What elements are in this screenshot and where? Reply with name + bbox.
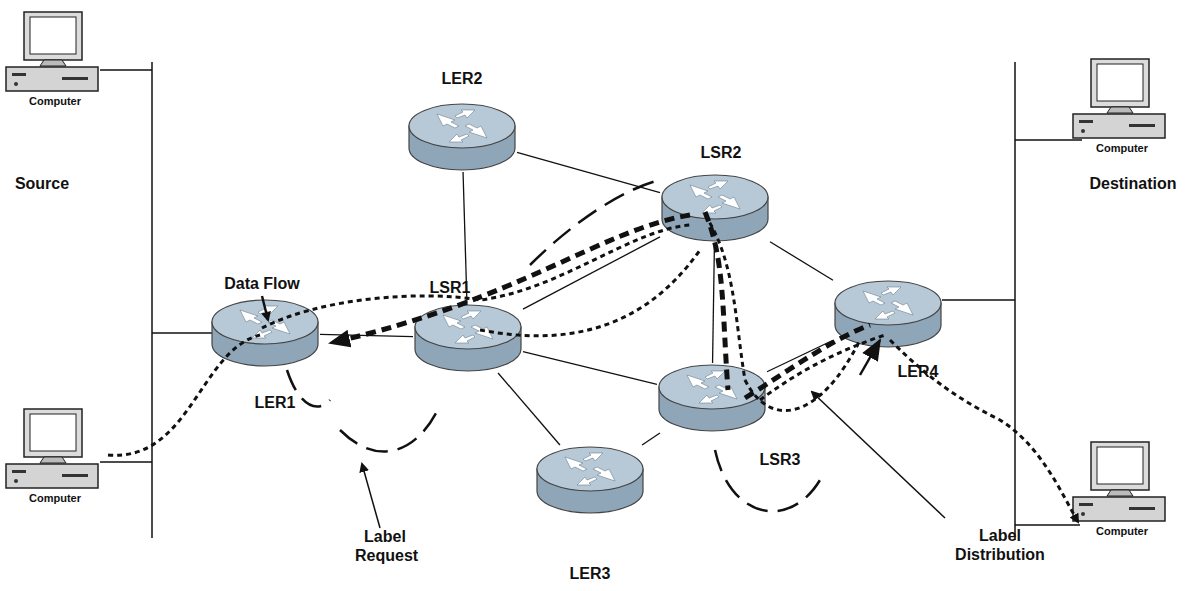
network-link xyxy=(320,334,413,336)
router-symbol xyxy=(833,279,943,349)
router-node: LER3 xyxy=(535,445,645,515)
computer-icon xyxy=(2,407,102,492)
computer-label: Computer xyxy=(1069,142,1175,154)
router-label: LER4 xyxy=(898,363,939,381)
router-node: LER1 xyxy=(210,298,320,368)
router-symbol xyxy=(413,303,523,373)
computer-node: Computer xyxy=(1069,440,1175,537)
router-symbol xyxy=(407,102,517,172)
router-symbol xyxy=(535,445,645,515)
router-node: LER4 xyxy=(833,279,943,349)
router-symbol xyxy=(657,363,767,433)
router-label: LSR1 xyxy=(430,279,471,297)
router-symbol xyxy=(660,173,770,243)
network-link xyxy=(517,152,660,192)
annotation-label: Label Distribution xyxy=(955,526,1045,564)
router-label: LER3 xyxy=(570,565,611,583)
router-node: LSR1 xyxy=(413,303,523,373)
network-link xyxy=(713,243,715,363)
computer-label: Computer xyxy=(1069,525,1175,537)
router-label: LSR2 xyxy=(701,144,742,162)
network-link xyxy=(642,433,660,445)
computer-icon xyxy=(1069,440,1169,525)
annotation-label: Data Flow xyxy=(224,274,300,293)
router-label: LER1 xyxy=(255,394,296,412)
router-label: LSR3 xyxy=(760,451,801,469)
router-symbol xyxy=(210,298,320,368)
annotation-label: Label Request xyxy=(355,527,415,565)
computer-node: Computer xyxy=(2,407,108,504)
network-link xyxy=(523,237,660,309)
network-link xyxy=(767,340,833,372)
computer-label: Computer xyxy=(2,95,108,107)
network-link xyxy=(498,373,560,445)
annotation-label: Destination xyxy=(1089,174,1176,193)
computer-icon xyxy=(2,10,102,95)
network-link xyxy=(770,242,833,281)
annotation-label: Source xyxy=(15,174,69,193)
computer-label: Computer xyxy=(2,492,108,504)
router-node: LER2 xyxy=(407,102,517,172)
router-label: LER2 xyxy=(442,70,483,88)
computer-node: Computer xyxy=(2,10,108,107)
computer-node: Computer xyxy=(1069,57,1175,154)
network-link xyxy=(523,352,657,385)
router-node: LSR3 xyxy=(657,363,767,433)
computer-icon xyxy=(1069,57,1169,142)
router-node: LSR2 xyxy=(660,173,770,243)
